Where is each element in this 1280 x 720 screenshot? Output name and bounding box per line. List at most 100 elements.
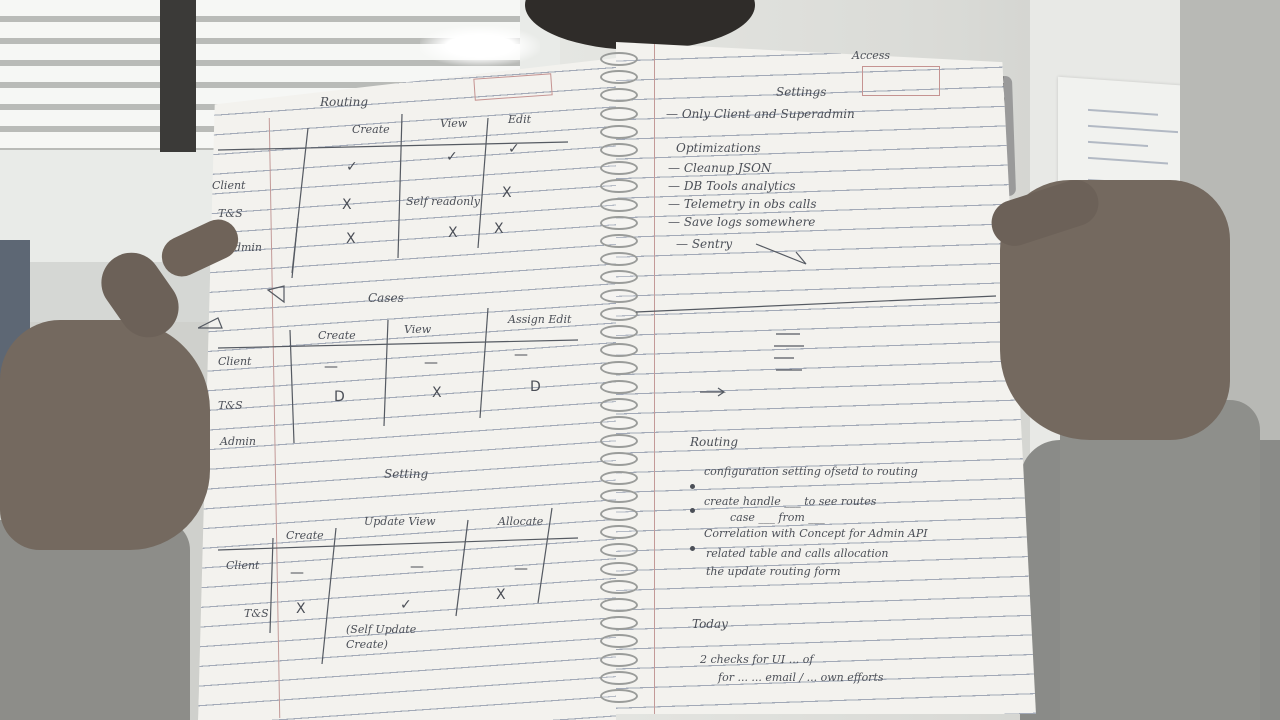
- spiral-ring: [600, 397, 638, 412]
- row-label: Client: [218, 355, 252, 368]
- note-line: — Save logs somewhere: [668, 215, 816, 229]
- spiral-ring: [600, 88, 638, 103]
- note-line: for ... ... email / ... own efforts: [718, 671, 884, 684]
- row-label: Client: [212, 179, 246, 192]
- note-line: configuration setting ofsetd to routing: [704, 465, 918, 478]
- doodles: [635, 243, 997, 397]
- cross-mark: X: [448, 225, 458, 241]
- cross-mark: X: [432, 385, 442, 401]
- note-line: — DB Tools analytics: [668, 179, 796, 193]
- cross-mark: X: [346, 231, 356, 247]
- dash-mark: —: [514, 347, 528, 363]
- spiral-ring: [600, 670, 638, 685]
- dash-mark: —: [324, 359, 338, 375]
- note-line: case ___ from ___: [730, 511, 825, 524]
- note-line: Optimizations: [676, 141, 761, 155]
- page-stamp: [862, 66, 940, 96]
- dash-mark: —: [410, 559, 424, 575]
- cross-mark: X: [502, 185, 512, 201]
- spiral-ring: [600, 179, 638, 194]
- row-label: Admin: [226, 241, 263, 254]
- spiral-ring: [600, 106, 638, 121]
- spiral-ring: [600, 634, 638, 649]
- col-header: View: [440, 117, 468, 130]
- spiral-ring: [600, 215, 638, 230]
- window-frame: [160, 0, 196, 152]
- dash-mark: —: [424, 355, 438, 371]
- spiral-ring: [600, 161, 638, 176]
- spiral-ring: [600, 416, 638, 430]
- page-title-settings: Settings: [776, 85, 827, 99]
- row-label: T&S: [218, 399, 243, 412]
- check-mark: ✓: [508, 141, 520, 157]
- spiral-ring: [600, 652, 638, 667]
- notebook-right-page: [616, 42, 1036, 714]
- note-line: 2 checks for UI ... of: [700, 653, 814, 666]
- row-label: Client: [226, 559, 260, 572]
- hand-left: [0, 320, 210, 550]
- table-lines: [198, 113, 579, 665]
- cell-note: (Self Update Create): [346, 623, 417, 652]
- spiral-ring: [600, 434, 638, 449]
- check-mark: ✓: [446, 149, 458, 165]
- dash-mark: —: [514, 561, 528, 577]
- col-header: Create: [352, 123, 390, 136]
- spiral-ring: [600, 579, 638, 594]
- cross-mark: X: [342, 197, 352, 213]
- col-header: Create: [286, 529, 324, 542]
- cell-mark: D: [334, 389, 345, 405]
- cell-mark: D: [530, 379, 541, 395]
- note-line: — Telemetry in obs calls: [668, 197, 817, 211]
- cross-mark: X: [496, 587, 506, 603]
- spiral-ring: [600, 325, 638, 339]
- note-line: — Sentry: [676, 237, 733, 251]
- spiral-ring: [600, 197, 638, 212]
- window-light: [420, 26, 540, 66]
- section-title-setting: Setting: [384, 467, 429, 481]
- spiral-ring: [600, 124, 638, 139]
- spiral-ring: [600, 361, 638, 376]
- spiral-ring: [600, 70, 638, 85]
- cross-mark: X: [296, 601, 306, 617]
- row-label: T&S: [218, 207, 243, 220]
- spiral-ring: [600, 488, 638, 503]
- section-title-cases: Cases: [368, 291, 404, 305]
- bullet-point: [690, 508, 695, 513]
- note-line: related table and calls allocation: [706, 547, 889, 560]
- spiral-ring: [600, 525, 638, 540]
- spiral-binding: [600, 42, 638, 714]
- spiral-ring: [600, 306, 638, 321]
- spiral-ring: [600, 343, 638, 358]
- spiral-ring: [600, 288, 638, 303]
- col-header: Update View: [364, 515, 436, 528]
- col-header: View: [404, 323, 432, 336]
- dash-mark: —: [290, 565, 304, 581]
- notebook-left-page: [198, 58, 616, 720]
- spiral-ring: [600, 543, 638, 558]
- note-line: Correlation with Concept for Admin API: [704, 527, 928, 540]
- section-title-routing: Routing: [320, 95, 369, 109]
- sleeve-left: [0, 520, 190, 720]
- row-label: T&S: [244, 607, 269, 620]
- col-header: Create: [318, 329, 356, 342]
- cell-note: Self readonly: [406, 195, 480, 208]
- check-mark: ✓: [400, 597, 412, 613]
- sleeve-right: [1060, 400, 1260, 720]
- section-title: Routing: [690, 435, 739, 449]
- row-label: Admin: [220, 435, 257, 448]
- col-header: Assign Edit: [508, 313, 572, 326]
- spiral-ring: [600, 507, 638, 521]
- cross-mark: X: [494, 221, 504, 237]
- spiral-ring: [600, 270, 638, 285]
- spiral-ring: [600, 616, 638, 631]
- page-margin-line: [654, 42, 655, 714]
- note-line: — Only Client and Superadmin: [666, 107, 855, 121]
- spiral-ring: [600, 561, 638, 576]
- bullet-point: [690, 546, 695, 551]
- spiral-ring: [600, 470, 638, 485]
- spiral-ring: [600, 598, 638, 612]
- spiral-ring: [600, 143, 638, 157]
- header-note: Access: [852, 49, 891, 62]
- spiral-ring: [600, 252, 638, 267]
